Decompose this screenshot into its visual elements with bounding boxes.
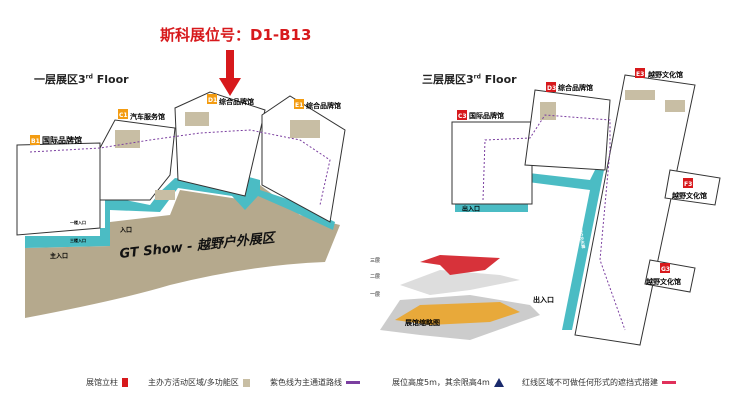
- activity-swatch-icon: [242, 378, 250, 387]
- hall-e1-label: 综合品牌馆: [306, 101, 341, 110]
- floor1-title-cn: 一层展区3: [34, 73, 86, 86]
- triangle-icon: [493, 378, 504, 387]
- hall-c3-code: C3: [458, 113, 467, 120]
- hall-d1-badge: [207, 94, 217, 104]
- floor1-entrance-b-label: 一楼入口: [70, 219, 86, 225]
- redline-swatch-icon: [662, 381, 676, 384]
- hall-g3-badge: [660, 263, 670, 273]
- legend-label: 主办方活动区域/多功能区: [148, 378, 239, 387]
- floor1-title: 一层展区3rd Floor: [34, 71, 129, 87]
- hall-b1-name: 国际品牌馆: [42, 135, 82, 145]
- booth-arrow-icon: [219, 50, 241, 96]
- floor3-title-cn: 三层展区3: [422, 73, 474, 86]
- hall-e3-label: 越野文化馆: [647, 70, 683, 79]
- floor1-entrance-label: 入口: [119, 227, 132, 234]
- legend-item-activity: 主办方活动区域/多功能区: [148, 377, 250, 388]
- floor3-main-route: [482, 114, 626, 331]
- legend-label: 红线区域不可做任何形式的遮挡式搭建: [522, 378, 658, 387]
- floor1-corridor: [25, 176, 335, 248]
- hall-f3-badge: [683, 178, 693, 188]
- hall-c3-label: 国际品牌馆: [469, 111, 504, 120]
- schematic-caption: 展馆缩略图: [404, 318, 440, 327]
- floor3-title-en: Floor: [484, 73, 517, 86]
- hall-d3-badge: [546, 82, 556, 92]
- level-2-label: 二层: [370, 274, 380, 280]
- floor1-title-sup: rd: [85, 73, 93, 81]
- hall-f3-code: F3: [684, 181, 692, 188]
- hall-d1-label: 综合品牌馆: [219, 97, 254, 106]
- hall-e3-badge: [635, 68, 645, 78]
- hall-f3-label: 越野文化馆: [671, 191, 707, 200]
- floor3-title-sup: rd: [473, 73, 481, 81]
- hall-g3-label: 越野文化馆: [645, 277, 681, 286]
- floor3-exit2-label: 出入口: [533, 295, 554, 304]
- pillar-swatch-icon: [122, 378, 128, 387]
- booth-number-title: 斯科展位号：D1-B13: [160, 26, 312, 44]
- legend-item-route: 紫色线为主通道路线: [270, 377, 360, 388]
- hall-b1-badge: [30, 135, 40, 145]
- level-3-label: 三层: [370, 258, 380, 264]
- floor1-main-entrance-label: 主入口: [50, 252, 68, 260]
- floor1-entrance-c-label: 三楼入口: [70, 237, 86, 243]
- hall-c3: [451, 121, 533, 205]
- legend-item-pillar: 展馆立柱: [86, 377, 128, 388]
- floor1-main-route: [29, 129, 331, 206]
- legend-label: 展位高度5m，其余限高4m: [392, 378, 490, 387]
- hall-d1-code: D1: [208, 97, 217, 104]
- legend-item-height: 展位高度5m，其余限高4m: [392, 377, 504, 388]
- hall-b1: [16, 142, 101, 236]
- hall-c3-badge: [457, 110, 467, 120]
- hall-e1: [261, 95, 346, 223]
- hall-e3-code: E3: [636, 71, 644, 78]
- level-1-label: 一层: [370, 292, 380, 298]
- floor3-exit1-label: 出入口: [462, 205, 480, 213]
- hall-c1-badge: [118, 109, 128, 119]
- hall-d3: [524, 89, 611, 171]
- hall-b1-code: B1: [31, 138, 40, 145]
- activity-areas-floor3: [540, 90, 685, 120]
- corridor-label: 越野文化长廊: [577, 223, 587, 249]
- floor3-title: 三层展区3rd Floor: [422, 71, 517, 87]
- hall-g3-label-box: [644, 259, 696, 293]
- hall-c1-code: C1: [119, 112, 128, 119]
- hall-d3-label: 综合品牌馆: [558, 83, 593, 92]
- outdoor-area: [25, 185, 340, 318]
- hall-c1-label: 汽车服务馆: [130, 112, 165, 121]
- hall-e1-badge: [294, 99, 304, 109]
- hall-e3: [574, 74, 696, 346]
- hall-d3-code: D3: [547, 85, 556, 92]
- hall-schematic: 三层 二层 一层 展馆缩略图: [370, 255, 540, 340]
- activity-areas-floor1: [115, 112, 320, 200]
- legend-label: 展馆立柱: [86, 378, 118, 387]
- legend-item-redline: 红线区域不可做任何形式的遮挡式搭建: [522, 377, 676, 388]
- floor1-title-en: Floor: [96, 73, 129, 86]
- legend-label: 紫色线为主通道路线: [270, 378, 342, 387]
- hall-g3-code: G3: [661, 266, 670, 273]
- route-swatch-icon: [346, 381, 360, 384]
- hall-e1-code: E1: [295, 102, 303, 109]
